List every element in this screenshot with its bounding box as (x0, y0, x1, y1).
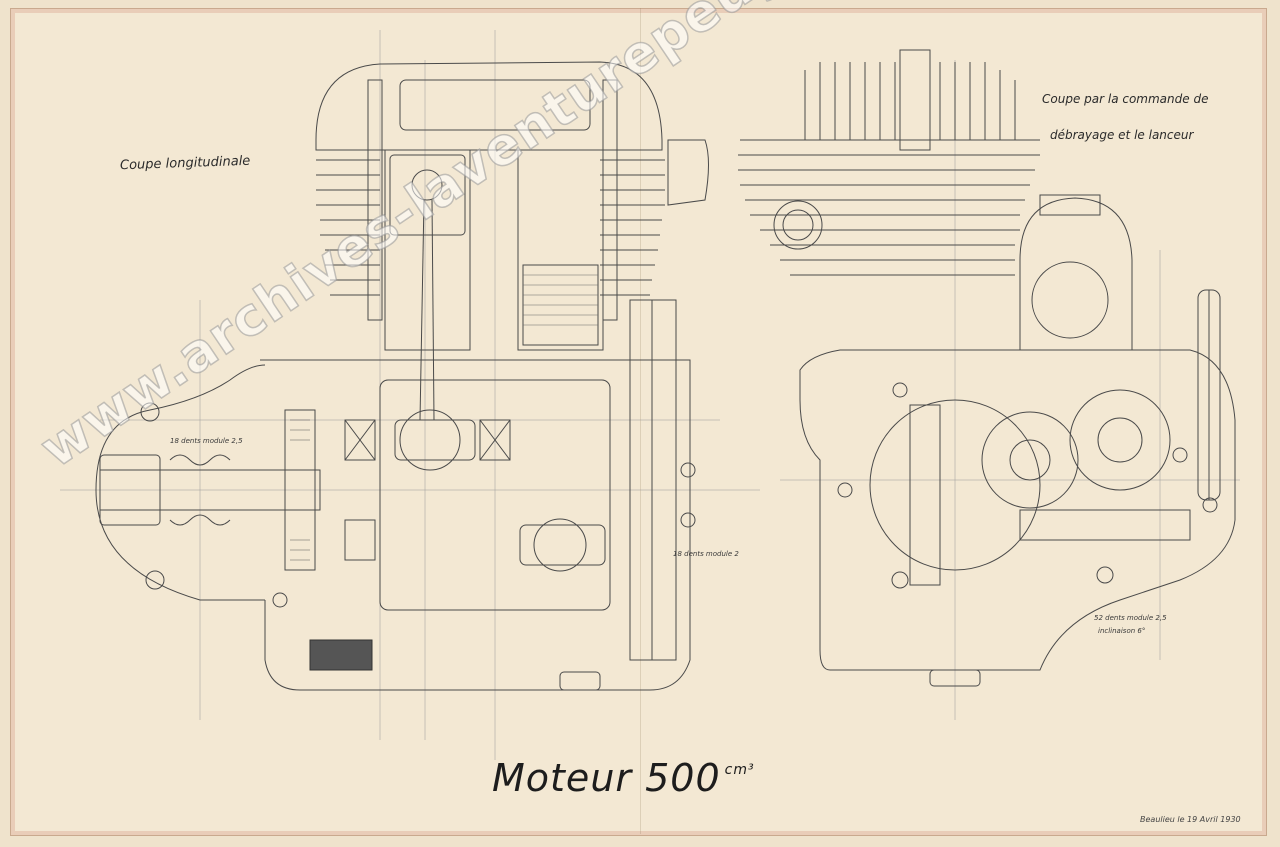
fold-line (640, 8, 641, 834)
annotation-inclination: inclinaison 6° (1098, 627, 1146, 635)
annotation-gear-2: 18 dents module 2 (673, 550, 739, 558)
paper (10, 8, 1267, 836)
longitudinal-section (95, 61, 709, 691)
right-section-label-line1: Coupe par la commande de (1042, 92, 1209, 106)
right-section-label-line2: débrayage et le lanceur (1050, 128, 1194, 142)
annotation-gear-3: 52 dents module 2,5 (1094, 614, 1167, 622)
side-section (738, 49, 1236, 687)
drawing-title-text: Moteur 500 (492, 756, 721, 800)
footer-date: Beaulieu le 19 Avril 1930 (1140, 815, 1241, 824)
drawing-title-unit: cm³ (724, 762, 755, 778)
annotation-gear-1: 18 dents module 2,5 (170, 437, 243, 445)
construction-lines (60, 30, 1240, 760)
